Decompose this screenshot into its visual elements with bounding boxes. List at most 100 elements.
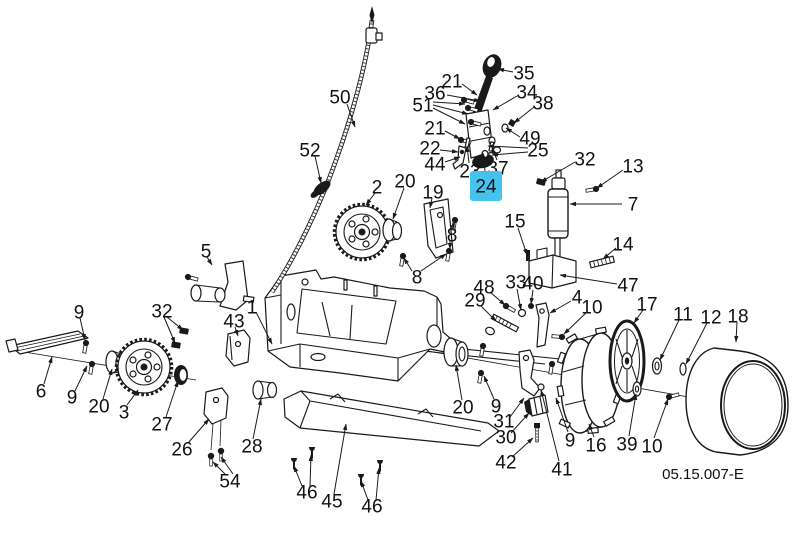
- callout-39[interactable]: 39: [616, 435, 637, 456]
- callout-6[interactable]: 6: [36, 382, 47, 403]
- callout-25[interactable]: 25: [527, 141, 548, 162]
- leader-line-35: [497, 68, 514, 73]
- callout-27[interactable]: 27: [151, 415, 172, 436]
- callout-9[interactable]: 9: [74, 303, 85, 324]
- screw-drawing: [357, 474, 365, 486]
- callout-22[interactable]: 22: [419, 139, 440, 160]
- leader-line-46: [293, 465, 303, 487]
- callout-4[interactable]: 4: [572, 288, 583, 309]
- leader-line-9: [483, 375, 495, 400]
- callout-31[interactable]: 31: [493, 412, 514, 433]
- callout-20[interactable]: 20: [452, 398, 473, 419]
- leader-line-36: [446, 94, 481, 103]
- callout-3[interactable]: 3: [119, 403, 130, 424]
- callout-8[interactable]: 8: [447, 226, 458, 247]
- callout-2[interactable]: 2: [372, 178, 383, 199]
- callout-18[interactable]: 18: [727, 307, 748, 328]
- leader-line-48: [489, 291, 506, 306]
- skid-plate-drawing: [283, 390, 500, 486]
- callout-49[interactable]: 49: [519, 129, 540, 150]
- callout-29[interactable]: 29: [464, 291, 485, 312]
- callout-32[interactable]: 32: [151, 302, 172, 323]
- callout-52[interactable]: 52: [299, 141, 320, 162]
- callout-10[interactable]: 10: [641, 437, 662, 458]
- callout-13[interactable]: 13: [622, 157, 643, 178]
- callout-46[interactable]: 46: [296, 483, 317, 504]
- callout-32[interactable]: 32: [574, 150, 595, 171]
- callout-38[interactable]: 38: [532, 94, 553, 115]
- callout-21[interactable]: 21: [424, 119, 445, 140]
- leader-line-27: [165, 380, 179, 418]
- leader-line-10: [653, 398, 669, 439]
- callout-34[interactable]: 34: [516, 83, 538, 104]
- bolt-drawing: [217, 447, 225, 462]
- leader-line-40: [529, 289, 535, 305]
- callout-12[interactable]: 12: [700, 308, 721, 329]
- callout-8[interactable]: 8: [412, 268, 423, 289]
- callout-35[interactable]: 35: [513, 64, 534, 85]
- leader-line-8: [420, 253, 447, 272]
- right-axle-parts-drawing: [443, 337, 556, 443]
- nut-drawing: [171, 341, 181, 349]
- leader-line-32: [540, 161, 576, 183]
- callout-20[interactable]: 20: [88, 397, 109, 418]
- leader-line-28: [252, 398, 262, 440]
- callout-19[interactable]: 19: [422, 183, 443, 204]
- support-bracket-drawing: [203, 387, 229, 467]
- leader-line-12: [685, 322, 708, 365]
- callout-51[interactable]: 51: [412, 96, 433, 117]
- diagram-code: 05.15.007-E: [662, 466, 744, 483]
- callout-7[interactable]: 7: [628, 195, 639, 216]
- callout-11[interactable]: 11: [673, 305, 693, 326]
- callout-5[interactable]: 5: [201, 242, 212, 263]
- spacer-roller-drawing: [252, 380, 278, 400]
- callout-54[interactable]: 54: [219, 472, 241, 493]
- callout-15[interactable]: 15: [504, 212, 525, 233]
- callout-45[interactable]: 45: [321, 492, 342, 513]
- leader-line-8: [450, 221, 456, 229]
- leader-line-8: [403, 257, 413, 272]
- callout-48[interactable]: 48: [473, 278, 494, 299]
- axle-shaft-drawing: [5, 330, 188, 397]
- bolt-drawing: [207, 452, 215, 467]
- leader-line-51: [432, 107, 466, 125]
- input-gear-drawing: [332, 198, 459, 267]
- leader-line-20: [102, 368, 113, 400]
- callout-21[interactable]: 21: [441, 72, 462, 93]
- bolt-drawing: [475, 369, 485, 384]
- callout-9[interactable]: 9: [491, 397, 502, 418]
- callout-36[interactable]: 36: [424, 84, 445, 105]
- callout-44[interactable]: 44: [424, 155, 446, 176]
- callout-1[interactable]: 1: [247, 298, 258, 319]
- callout-41[interactable]: 41: [551, 460, 572, 481]
- callout-47[interactable]: 47: [617, 276, 638, 297]
- wheel-drum-drawing: [685, 347, 789, 456]
- leader-line-13: [596, 169, 624, 189]
- callout-16[interactable]: 16: [585, 436, 606, 457]
- callout-10[interactable]: 10: [581, 298, 602, 319]
- callout-9[interactable]: 9: [565, 431, 576, 452]
- callout-14[interactable]: 14: [612, 235, 634, 256]
- callout-17[interactable]: 17: [636, 295, 657, 316]
- leader-line-44: [444, 156, 461, 163]
- callout-20[interactable]: 20: [394, 172, 415, 193]
- callout-9[interactable]: 9: [67, 388, 78, 409]
- callout-40[interactable]: 40: [522, 274, 543, 295]
- leader-line-54: [212, 461, 226, 475]
- callout-46[interactable]: 46: [361, 497, 382, 518]
- callout-28[interactable]: 28: [241, 437, 262, 458]
- callout-50[interactable]: 50: [329, 88, 350, 109]
- callout-43[interactable]: 43: [223, 312, 244, 333]
- leader-line-15: [517, 227, 528, 256]
- leader-line-41: [540, 389, 560, 462]
- callout-33[interactable]: 33: [505, 273, 526, 294]
- leader-line-31: [509, 397, 525, 418]
- leader-line-46: [360, 480, 369, 501]
- callout-24[interactable]: 24: [475, 177, 497, 198]
- leader-line-30: [510, 412, 530, 434]
- callout-42[interactable]: 42: [495, 453, 516, 474]
- drive-wheel-drawing: [556, 319, 687, 435]
- callout-26[interactable]: 26: [171, 440, 192, 461]
- callout-30[interactable]: 30: [495, 428, 516, 449]
- leader-line-10: [563, 311, 588, 335]
